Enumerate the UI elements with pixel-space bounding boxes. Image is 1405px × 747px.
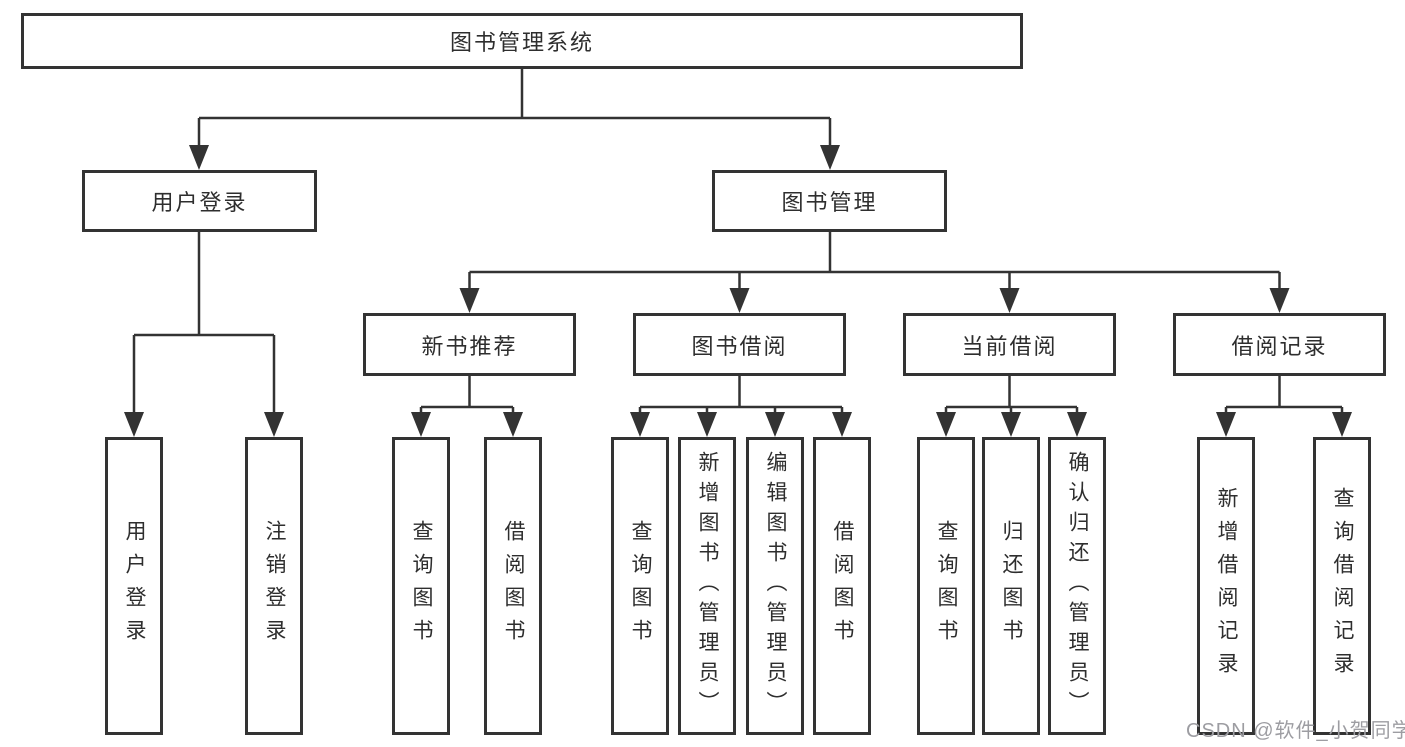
arrowheads	[124, 145, 1352, 437]
arrowhead-icon	[1216, 412, 1236, 437]
arrowhead-icon	[411, 412, 431, 437]
leaf-borrow-books-recommend: 借阅图书	[484, 437, 542, 735]
leaf-edit-book-admin: 编辑图书（管理员）	[746, 437, 804, 735]
node-new-book-recommendation: 新书推荐	[363, 313, 576, 376]
arrowhead-icon	[765, 412, 785, 437]
arrowhead-icon	[189, 145, 209, 170]
arrowhead-icon	[697, 412, 717, 437]
leaf-logout: 注销登录	[245, 437, 303, 735]
leaf-confirm-return-admin: 确认归还（管理员）	[1048, 437, 1106, 735]
arrowhead-icon	[729, 288, 750, 313]
leaf-add-borrow-record: 新增借阅记录	[1197, 437, 1255, 735]
arrowhead-icon	[1001, 412, 1021, 437]
arrowhead-icon	[503, 412, 523, 437]
node-borrowing-records: 借阅记录	[1173, 313, 1386, 376]
node-book-management: 图书管理	[712, 170, 947, 232]
arrowhead-icon	[264, 412, 284, 437]
arrowhead-icon	[459, 288, 480, 313]
arrowhead-icon	[630, 412, 650, 437]
node-user-login: 用户登录	[82, 170, 317, 232]
node-current-borrowing: 当前借阅	[903, 313, 1116, 376]
leaf-query-borrow-record: 查询借阅记录	[1313, 437, 1371, 735]
arrowhead-icon	[124, 412, 144, 437]
arrowhead-icon	[1067, 412, 1087, 437]
leaf-user-login: 用户登录	[105, 437, 163, 735]
arrowhead-icon	[1269, 288, 1290, 313]
arrowhead-icon	[832, 412, 852, 437]
arrowhead-icon	[936, 412, 956, 437]
arrowhead-icon	[999, 288, 1020, 313]
leaf-query-books-recommend: 查询图书	[392, 437, 450, 735]
arrowhead-icon	[820, 145, 840, 170]
csdn-watermark: CSDN @软件_小贺同学	[1186, 720, 1405, 742]
leaf-borrow-books: 借阅图书	[813, 437, 871, 735]
leaf-return-book: 归还图书	[982, 437, 1040, 735]
node-book-borrowing: 图书借阅	[633, 313, 846, 376]
leaf-query-books-borrowing: 查询图书	[611, 437, 669, 735]
arrowhead-icon	[1332, 412, 1352, 437]
leaf-query-books-current: 查询图书	[917, 437, 975, 735]
leaf-add-book-admin: 新增图书（管理员）	[678, 437, 736, 735]
root-node-library-management-system: 图书管理系统	[21, 13, 1023, 69]
